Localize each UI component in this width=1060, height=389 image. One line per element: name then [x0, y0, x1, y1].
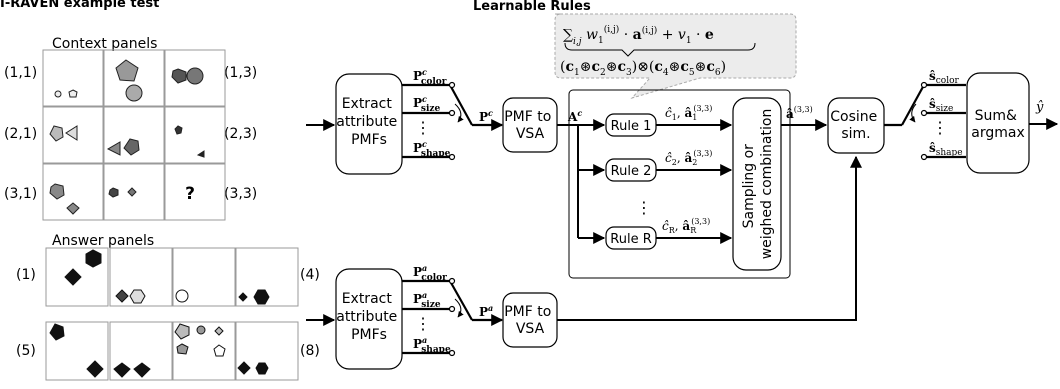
learnable-rules-box	[568, 89, 791, 279]
svg-text:ŝcolor: ŝcolor	[929, 69, 960, 86]
heading: I-RAVEN example test	[0, 0, 159, 11]
ans-label-8: (8)	[300, 343, 320, 359]
extract-label-answer: Extract attribute PMFs	[336, 291, 402, 343]
pc-label: Pc	[479, 108, 493, 124]
extract-label-context: Extract attribute PMFs	[336, 96, 402, 148]
y-hat-label: ŷ	[1035, 100, 1044, 115]
context-label: Context panels	[52, 36, 157, 52]
pmf-to-vsa-label-answer: PMF to VSA	[504, 304, 556, 337]
answer-to-cosine-arrow	[557, 155, 862, 321]
rules-ellipsis: ⋮	[636, 198, 652, 217]
ctx-label-31: (3,1)	[4, 186, 37, 202]
pmf-to-vsa-label-context: PMF to VSA	[504, 109, 556, 142]
ans-label-1: (1)	[16, 267, 36, 283]
ctx-label-23: (2,3)	[224, 126, 257, 142]
ans-label-5: (5)	[16, 343, 36, 359]
rule-output-labels: ĉ1, â1(3,3) ĉ2, â2(3,3) ĉR, âR(3,3)	[662, 104, 712, 235]
svg-text:ŝshape: ŝshape	[929, 141, 963, 158]
learnable-rules-title: Learnable Rules	[473, 0, 591, 14]
pmf-to-vsa-box-answer	[502, 292, 558, 348]
svg-text:ŝsize: ŝsize	[929, 97, 953, 114]
answer-pmf-lines	[402, 279, 502, 355]
context-panel-grid	[42, 49, 226, 221]
answer-panel-shapes	[49, 249, 270, 378]
context-pmf-lines	[402, 83, 502, 159]
pa-label: Pa	[479, 303, 493, 319]
ans-label-4: (4)	[300, 267, 320, 283]
sum-argmax-label: Sum& argmax	[971, 108, 1024, 141]
rule-formula-bubble	[554, 13, 797, 99]
svg-text:⋮: ⋮	[932, 118, 948, 137]
rule-1-label: Rule 1	[611, 119, 652, 134]
a-hat-label: â(3,3)	[786, 105, 813, 121]
ctx-label-21: (2,1)	[4, 126, 37, 142]
extract-pmfs-box-context	[335, 73, 403, 175]
ac-label: Ac	[567, 108, 582, 124]
ctx-label-13: (1,3)	[224, 65, 257, 81]
extract-pmfs-box-answer	[335, 268, 403, 370]
rule-2-label: Rule 2	[611, 164, 652, 179]
pmf-to-vsa-box-context	[502, 97, 558, 153]
svg-text:ĉR, âR(3,3): ĉR, âR(3,3)	[662, 217, 710, 235]
svg-text:⋮: ⋮	[415, 118, 431, 137]
missing-panel-mark: ?	[185, 184, 195, 204]
rule-r-label: Rule R	[610, 232, 651, 247]
ctx-label-11: (1,1)	[4, 65, 37, 81]
sampling-label: Sampling or weighed combination	[741, 109, 775, 260]
answer-panel-grid	[45, 247, 299, 381]
answer-label: Answer panels	[52, 233, 154, 249]
sampling-box	[732, 97, 782, 271]
svg-text:ĉ2, â2(3,3): ĉ2, â2(3,3)	[665, 149, 712, 167]
svg-text:⋮: ⋮	[415, 314, 431, 333]
context-panel-shapes	[49, 59, 205, 215]
shat-lines	[884, 83, 966, 159]
cosine-sim-label: Cosine sim.	[830, 109, 881, 142]
ctx-label-33: (3,3)	[224, 186, 257, 202]
svg-text:ĉ1, â1(3,3): ĉ1, â1(3,3)	[665, 104, 712, 122]
